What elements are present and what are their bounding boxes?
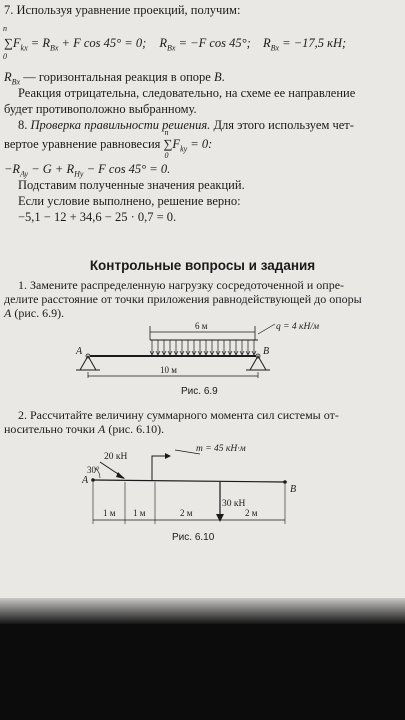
text-line: −5,1 − 12 + 34,6 − 25 · 0,7 = 0. [18,210,177,224]
question-1-line: делите расстояние от точки приложения ра… [4,292,362,306]
question-2-line: носительно точки A (рис. 6.10). [4,422,165,436]
distributed-load-arrows [149,340,257,356]
force-30-arrowhead [216,514,224,522]
question-1-line: A (рис. 6.9). [4,306,65,320]
question-1-line: 1. Замените распределенную нагрузку соср… [18,278,345,292]
dimension-label: 1 м [133,508,146,518]
dimension-label: 1 м [103,508,116,518]
point-b [283,480,287,484]
dimension-label: 2 м [180,508,193,518]
dimension-label: 10 м [160,365,177,375]
section-heading: Контрольные вопросы и задания [89,258,316,273]
moment-icon [151,455,170,480]
moment-label: m = 45 кН·м [196,444,246,454]
moment-leader [174,449,201,455]
page-edge-shadow [0,598,405,624]
text-line: будет противоположно выбранному. [4,102,197,116]
point-a-label: A [75,346,83,357]
support-a [76,353,100,371]
force-20-arrowhead [116,472,125,479]
angle-arc [94,467,101,479]
force-30-label: 30 кН [222,499,245,509]
text-line: вертое уравнение равновесия n 0 ∑Fky = 0… [4,128,212,160]
point-a-label: A [81,475,89,486]
text-line: 8. Проверка правильности решения. Для эт… [18,118,354,132]
beam [92,479,286,483]
text-line: 7. Используя уравнение проекций, получим… [4,3,241,17]
question-2-line: 2. Рассчитайте величину суммарного момен… [18,408,339,422]
force-20-label: 20 кН [104,452,127,462]
dimension-label: 6 м [195,321,208,331]
text-line: RBx — горизонтальная реакция в опоре B. [4,70,225,87]
equation-check: −RAy − G + RHy − F cos 45° = 0. [4,162,171,179]
text-line: Подставим полученные значения реакций. [18,178,245,192]
figure-6-9: 6 м q = 4 кН/м A B [75,321,319,378]
point-a [91,478,95,482]
equation-projection: n 0 ∑Fkx = RBx + F cos 45° = 0; RBx = −F… [3,24,346,61]
load-leader [257,323,276,335]
text-line: Если условие выполнено, решение верно: [18,194,241,208]
dimension-label: 2 м [245,508,258,518]
sum-upper-limit: n [164,128,169,137]
sum-upper-limit: n [3,24,7,33]
point-b-label: B [290,484,296,495]
text-line: Реакция отрицательна, следовательно, на … [18,86,356,100]
angle-label: 30° [87,465,100,475]
sum-lower-limit: 0 [3,52,7,61]
book-page: 7. Используя уравнение проекций, получим… [0,0,405,612]
point-b-label: B [263,346,269,357]
figure-caption: Рис. 6.9 [181,386,218,397]
sum-lower-limit: 0 [164,151,169,160]
support-b [246,353,270,371]
load-label: q = 4 кН/м [276,322,319,332]
figure-6-10: m = 45 кН·м 20 кН 30° A B 30 кН 1 м 1 м … [81,444,296,524]
moment-arrowhead [165,453,171,459]
figure-caption: Рис. 6.10 [172,532,215,543]
